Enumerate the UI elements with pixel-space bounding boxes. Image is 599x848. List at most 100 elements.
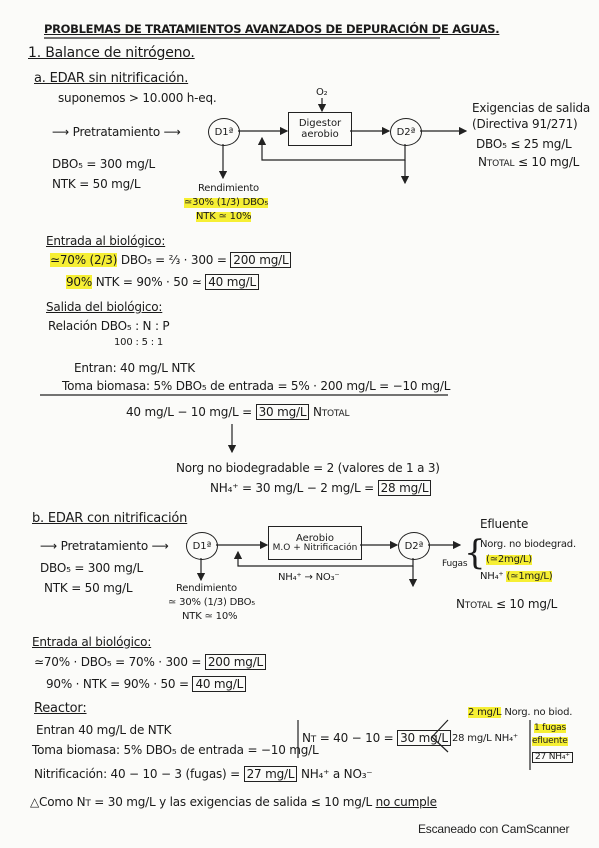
rendimiento-a-ntk: NTK ≃ 10%	[196, 211, 252, 222]
efluente-n: N	[456, 597, 465, 611]
exigencia-n-value: ≤ 10 mg/L	[514, 155, 580, 169]
reactor-fugas: 1 fugas	[534, 723, 566, 733]
pretreatment-b: ⟶ Pretratamiento ⟶	[40, 539, 169, 553]
decanter-1-a: D1ª	[208, 118, 240, 146]
norg-line: Norg no biodegradable = 2 (valores de 1 …	[176, 461, 440, 475]
nitrificacion-result: 27 mg/L	[243, 766, 298, 782]
nitrificacion-reaction: NH₄⁺ a NO₃⁻	[297, 767, 373, 781]
entrada-a-ntk-result: 40 mg/L	[205, 274, 259, 290]
efluente-norg-value: (≃2mg/L)	[486, 554, 532, 565]
reactor-n-calc: = 40 − 10 =	[316, 731, 398, 745]
decanter-1-a-label: D1ª	[214, 126, 234, 138]
exigencia-n-sub: TOTAL	[486, 159, 515, 169]
decanter-2-b: D2ª	[398, 532, 430, 560]
reactor-split	[431, 719, 449, 753]
ntotal-a-result: 30 mg/L	[255, 404, 310, 420]
reactor-norg-value: 2 mg/L	[468, 707, 502, 718]
efluente-ntotal: NTOTAL ≤ 10 mg/L	[456, 598, 557, 611]
nh4-a-calc: NH₄⁺ = 30 mg/L − 2 mg/L =	[210, 481, 378, 495]
entrada-a-dbo-pct: ≃70% (2/3)	[50, 253, 118, 267]
efluente-n-value: ≤ 10 mg/L	[492, 597, 558, 611]
digester-box: Digestor aerobio	[288, 112, 352, 146]
reactor-nh4: 28 mg/L NH₄⁺	[452, 733, 518, 744]
efluente-brace: {	[464, 533, 486, 573]
rendimiento-a-label: Rendimiento	[198, 183, 259, 194]
reactor-norg-line: 2 mg/L Norg. no biod.	[468, 707, 573, 718]
entrada-b-ntk-line: 90% · NTK = 90% · 50 = 40 mg/L	[46, 676, 247, 692]
pretreatment-a: ⟶ Pretratamiento ⟶	[52, 125, 181, 139]
aerobio-box: Aerobio M.O + Nitrificación	[268, 526, 362, 560]
influent-ntk-a: NTK = 50 mg/L	[52, 177, 141, 191]
ntotal-a-n: N	[309, 405, 322, 419]
nh4-a-line: NH₄⁺ = 30 mg/L − 2 mg/L = 28 mg/L	[210, 480, 432, 496]
decanter-1-b: D1ª	[186, 532, 218, 560]
assumption-text: suponemos > 10.000 h-eq.	[58, 91, 217, 105]
reactor-n-sub: T	[310, 735, 317, 745]
scanner-footer: Escaneado con CamScanner	[418, 822, 570, 836]
exigencias-directiva: (Directiva 91/271)	[472, 117, 578, 131]
entrada-a-dbo-calc: DBO₅ = ⅔ · 300 =	[117, 253, 231, 267]
warning-icon: △	[30, 795, 40, 809]
nitrificacion-line: Nitrificación: 40 − 10 − 3 (fugas) = 27 …	[34, 766, 373, 782]
reactor-toma-biomasa: Toma biomasa: 5% DBO₅ de entrada = −10 m…	[32, 743, 319, 757]
digester-line-1: Digestor	[298, 118, 342, 129]
fugas-label: Fugas	[442, 559, 468, 569]
efluente-nh4-label: NH₄⁺	[480, 571, 507, 582]
decanter-2-b-label: D2ª	[404, 540, 424, 552]
conclusion-n-sub: T	[85, 799, 91, 809]
reactor-norg-label: Norg. no biod.	[501, 707, 573, 718]
salida-biologico-heading: Salida del biológico:	[46, 300, 163, 314]
nitrification-reaction: NH₄⁺ → NO₃⁻	[278, 572, 340, 583]
efluente-title: Efluente	[480, 517, 529, 531]
ntotal-a-calc: 40 mg/L − 10 mg/L =	[126, 405, 256, 419]
efluente-n-sub: TOTAL	[464, 601, 493, 611]
conclusion-line: △Como NT = 30 mg/L y las exigencias de s…	[30, 796, 437, 809]
reactor-efluente: efluente	[532, 736, 568, 746]
nitrificacion-calc: Nitrificación: 40 − 10 − 3 (fugas) =	[34, 767, 244, 781]
entrada-b-dbo-result: 200 mg/L	[204, 654, 267, 670]
entrada-a-dbo-result: 200 mg/L	[230, 252, 292, 268]
decanter-1-b-label: D1ª	[192, 540, 212, 552]
oxygen-label: O₂	[316, 87, 328, 98]
entrada-b-dbo-line: ≃70% · DBO₅ = 70% · 300 = 200 mg/L	[34, 654, 267, 670]
entran-ntk-a: Entran: 40 mg/L NTK	[74, 361, 195, 375]
exigencia-dbo: DBO₅ ≤ 25 mg/L	[476, 137, 572, 151]
decanter-2-a: D2ª	[390, 118, 422, 146]
aerobio-line-1: Aerobio	[295, 532, 335, 544]
conclusion-n: Como N	[39, 795, 86, 809]
recirculation-a	[257, 136, 406, 161]
entrada-a-ntk-calc: NTK = 90% · 50 ≃	[92, 275, 206, 289]
section-b-title: b. EDAR con nitrificación	[32, 511, 188, 526]
entrada-b-ntk-calc: 90% · NTK = 90% · 50 =	[46, 677, 193, 691]
influent-dbo-b: DBO₅ = 300 mg/L	[40, 561, 143, 575]
nh4-a-result: 28 mg/L	[377, 480, 432, 496]
rendimiento-a-dbo: ≃30% (1/3) DBO₅	[184, 197, 269, 208]
exigencias-title: Exigencias de salida	[472, 101, 591, 115]
relacion-values: 100 : 5 : 1	[114, 337, 164, 348]
ntotal-a-line: 40 mg/L − 10 mg/L = 30 mg/L NTOTAL	[126, 404, 350, 420]
entrada-biologico-b-heading: Entrada al biológico:	[32, 635, 152, 649]
exigencia-n: N	[478, 155, 487, 169]
relacion-line: Relación DBO₅ : N : P	[48, 319, 170, 333]
decanter-2-a-label: D2ª	[396, 126, 416, 138]
recirculation-b	[233, 550, 414, 567]
section-a-title: a. EDAR sin nitrificación.	[34, 71, 189, 86]
efluente-nh4-value: (≃1mg/L)	[506, 571, 553, 582]
digester-line-2: aerobio	[301, 129, 339, 140]
entrada-b-dbo-calc: ≃70% · DBO₅ = 70% · 300 =	[34, 655, 205, 669]
efluente-nh4: NH₄⁺ (≃1mg/L)	[480, 571, 553, 582]
toma-biomasa-a: Toma biomasa: 5% DBO₅ de entrada = 5% · …	[62, 379, 451, 393]
exigencia-ntotal: NTOTAL ≤ 10 mg/L	[478, 156, 579, 169]
influent-ntk-b: NTK = 50 mg/L	[44, 581, 133, 595]
rendimiento-b-dbo: ≃ 30% (1/3) DBO₅	[168, 597, 256, 608]
entrada-b-ntk-result: 40 mg/L	[192, 676, 247, 692]
page-title: PROBLEMAS DE TRATAMIENTOS AVANZADOS DE D…	[44, 22, 500, 36]
aerobio-line-2: M.O + Nitrificación	[272, 542, 358, 553]
entrada-a-ntk-pct: 90%	[66, 275, 93, 289]
entrada-a-dbo-line: ≃70% (2/3) DBO₅ = ⅔ · 300 = 200 mg/L	[50, 252, 292, 268]
section-a-heading: a. EDAR sin nitrificación.	[34, 72, 188, 85]
reactor-heading: Reactor:	[34, 701, 87, 716]
efluente-norg: Norg. no biodegrad.	[480, 539, 576, 550]
conclusion-result: no cumple	[375, 795, 437, 809]
